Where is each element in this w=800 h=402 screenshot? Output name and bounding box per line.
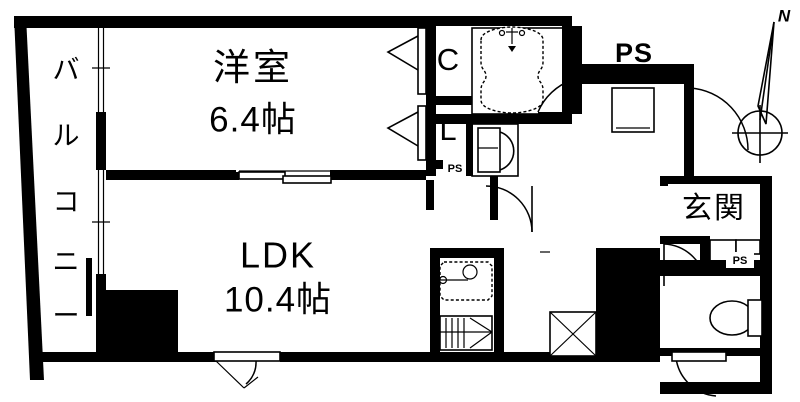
structural-walls bbox=[14, 16, 772, 394]
ps-large-label: PS bbox=[615, 38, 653, 68]
stove-fixture bbox=[439, 315, 493, 351]
compass-rose: N bbox=[732, 6, 791, 163]
ldk-name-label: LDK bbox=[240, 235, 316, 276]
compass-north-label: N bbox=[778, 6, 791, 25]
kitchen-sink-fixture bbox=[438, 261, 493, 301]
bathtub-fixture bbox=[480, 26, 544, 114]
bedroom-sliding-door bbox=[238, 170, 332, 184]
meter-box bbox=[611, 87, 655, 133]
balcony-char-2: コ bbox=[53, 187, 80, 217]
washer-space bbox=[549, 311, 597, 357]
ps-small-bath-tag: PS bbox=[443, 160, 467, 176]
kitchen-area bbox=[430, 248, 493, 356]
balcony-char-0: バ bbox=[53, 55, 80, 85]
ldk-entry-door bbox=[485, 185, 533, 233]
genkan-area: 玄関 PS bbox=[660, 184, 772, 287]
balcony-char-4: ー bbox=[53, 301, 80, 331]
balcony-sliding-door-upper bbox=[92, 28, 110, 112]
bedroom-name-label: 洋室 bbox=[213, 47, 293, 88]
ldk-window bbox=[213, 351, 281, 389]
ps-small-entry-tag: PS bbox=[726, 252, 754, 268]
ps-small-bath-label: PS bbox=[448, 163, 463, 175]
hall-window bbox=[671, 351, 727, 362]
closet-label-c: C bbox=[437, 42, 459, 77]
hallway-area bbox=[426, 176, 660, 352]
bedroom-area-label: 6.4帖 bbox=[209, 100, 297, 139]
ps-small-entry-label: PS bbox=[733, 255, 748, 267]
balcony-label: バ ル コ ニ ー bbox=[53, 55, 80, 331]
balcony-sliding-door-lower bbox=[92, 170, 110, 274]
ldk-area-label: 10.4帖 bbox=[224, 280, 332, 319]
closet-door-lower-panel bbox=[417, 105, 427, 161]
toilet-fixture bbox=[709, 299, 763, 337]
ps-shaft-large: PS bbox=[572, 26, 694, 114]
closet-door-arrow-lower bbox=[386, 111, 419, 147]
balcony-area: バ ル コ ニ ー bbox=[53, 28, 110, 331]
balcony-char-3: ニ bbox=[53, 247, 80, 277]
bathroom-area bbox=[436, 26, 573, 124]
front-door bbox=[686, 84, 749, 151]
washbasin-fixture bbox=[477, 127, 515, 173]
closet-door-arrow-upper bbox=[386, 35, 419, 71]
balcony-char-1: ル bbox=[53, 121, 80, 151]
bedroom-room: 洋室 6.4帖 bbox=[106, 47, 426, 184]
closet-door-upper-panel bbox=[417, 27, 427, 95]
ldk-room: LDK 10.4帖 bbox=[224, 235, 332, 320]
genkan-label: 玄関 bbox=[682, 192, 746, 225]
